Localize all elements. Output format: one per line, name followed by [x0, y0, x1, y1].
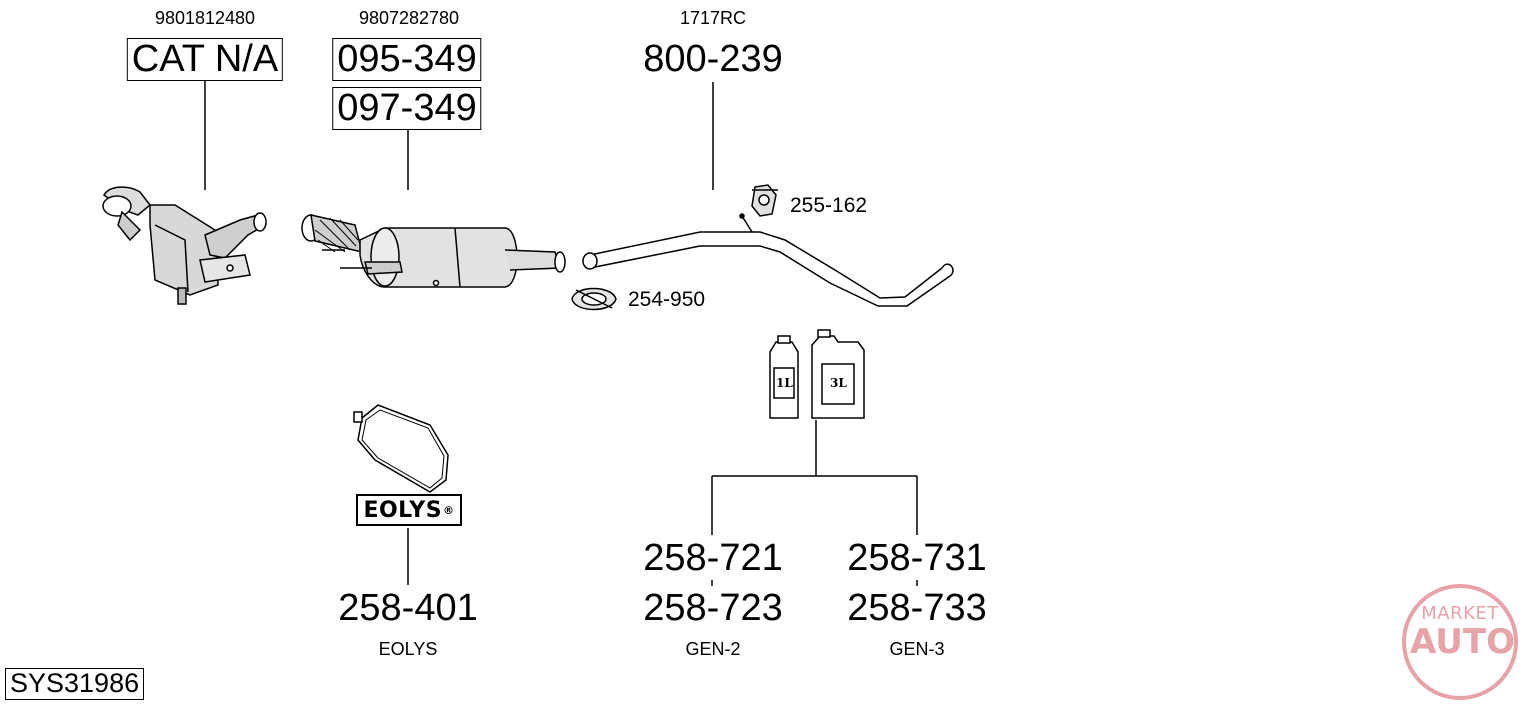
- hanger-drawing: [751, 184, 778, 217]
- part-number-gen3[interactable]: 258-733: [847, 587, 987, 629]
- part-number-gen2[interactable]: 258-721: [643, 537, 783, 579]
- fluid-bottles-drawing: [769, 329, 865, 419]
- exhaust-pipe-drawing: [582, 213, 954, 307]
- part-number-gen3[interactable]: 258-731: [847, 537, 987, 579]
- caption-gen2: GEN-2: [685, 639, 741, 659]
- part-number-catalyst[interactable]: CAT N/A: [126, 38, 284, 81]
- part-number-gen2[interactable]: 258-723: [643, 587, 783, 629]
- part-number-pipe[interactable]: 800-239: [643, 38, 783, 80]
- part-number-dpf[interactable]: 097-349: [332, 87, 482, 130]
- particulate-filter-drawing: [301, 214, 566, 288]
- watermark-text-top: MARKET: [1421, 603, 1499, 624]
- oem-number: 9807282780: [358, 8, 460, 28]
- part-number-clamp[interactable]: 254-950: [628, 288, 706, 311]
- bottle-label-1l: 1L: [776, 376, 793, 390]
- eolys-logo: EOLYS®: [356, 494, 462, 526]
- watermark-logo: [1402, 584, 1518, 700]
- watermark-text-bottom: AUTO: [1410, 622, 1515, 662]
- caption-gen3: GEN-3: [889, 639, 945, 659]
- caption-eolys: EOLYS: [378, 639, 438, 659]
- system-code: SYS31986: [5, 668, 145, 700]
- oem-number: 9801812480: [154, 8, 256, 28]
- part-number-eolys[interactable]: 258-401: [338, 587, 478, 629]
- oem-number: 1717RC: [679, 8, 747, 28]
- eolys-logo-text: EOLYS: [363, 497, 443, 523]
- part-number-dpf[interactable]: 095-349: [332, 38, 482, 81]
- registered-mark: ®: [443, 503, 455, 517]
- part-number-hanger[interactable]: 255-162: [790, 194, 868, 217]
- catalytic-converter-drawing: [102, 186, 267, 305]
- clamp-drawing: [571, 287, 617, 311]
- eolys-bag-drawing: [353, 404, 449, 493]
- bottle-label-3l: 3L: [830, 376, 847, 390]
